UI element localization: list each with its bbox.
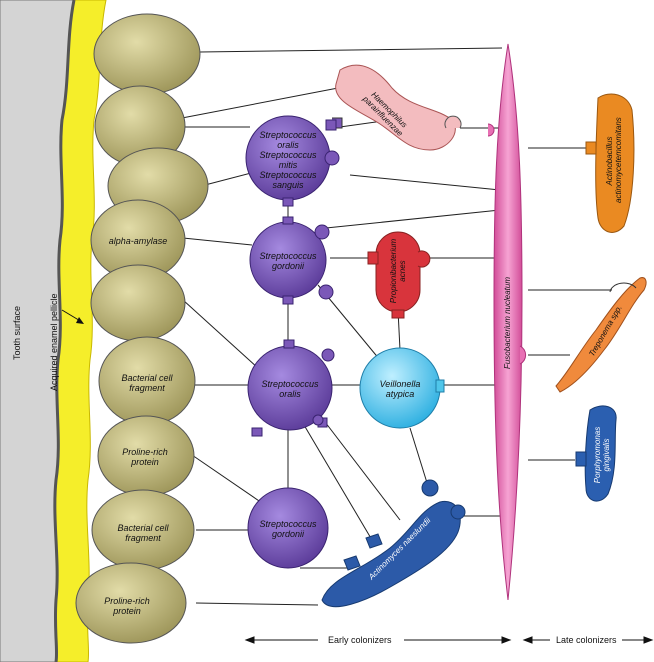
s-oralis-group-line-5: Streptococcus [259,170,317,180]
s-oralis-group-line-4: mitis [278,160,298,170]
s-gordonii-2-species: gordonii [271,529,305,539]
treponema-cell [555,277,647,393]
receptor-label-proline-rich-1: Proline-rich protein [122,447,168,467]
s-oralis-group-line-6: sanguis [272,180,304,190]
porphyromonas-species: gingivalis [602,438,611,472]
pellicle-label: Acquired enamel pellicle [49,293,59,391]
receptor-9 [75,562,187,644]
s-gordonii-1-label: Streptococcus gordonii [252,251,324,271]
receptor-label-bacterial-fragment-2: Bacterial cell fragment [117,523,169,543]
receptor-label-alpha-amylase: alpha-amylase [108,236,168,246]
colonizer-arrows [244,636,654,644]
s-oralis-group-line-2: oralis [277,140,299,150]
veillonella-genus: Veillonella [379,379,421,389]
s-oralis-group-line-3: Streptococcus [259,150,317,160]
s-oralis-2-species: oralis [279,389,301,399]
s-oralis-2-genus: Streptococcus [261,379,319,389]
actinobacillus-genus: Actinobacillus [605,136,614,186]
fusobacterium-label: Fusobacterium nucleatum [503,276,512,370]
s-oralis-2-label: Streptococcus oralis [254,379,326,399]
actinobacillus-label: Actinobacillus actinomycetemcomitans [605,117,623,203]
fusobacterium-cell [493,43,523,601]
streptococcus-gordonii-2 [247,487,329,569]
receptor-1 [93,13,201,95]
s-oralis-group-line-1: Streptococcus [259,130,317,140]
actinobacillus-species: actinomycetemcomitans [614,117,623,203]
tooth-surface-label: Tooth surface [12,305,22,360]
porphyromonas-label: Porphyromonas gingivalis [593,417,611,493]
binding-lines [181,47,612,606]
early-colonizers-label: Early colonizers [328,635,392,645]
s-gordonii-2-genus: Streptococcus [259,519,317,529]
s-gordonii-2-label: Streptococcus gordonii [252,519,324,539]
receptor-label-proline-rich-2: Proline-rich protein [104,596,150,616]
receptor-label-bacterial-fragment-1: Bacterial cell fragment [121,373,173,393]
veillonella-species: atypica [385,389,415,399]
propionibacterium-label: Propionibacterium acnes [389,231,407,311]
receptor-5 [90,264,186,342]
propionibacterium-species: acnes [398,260,407,282]
s-gordonii-1-species: gordonii [271,261,305,271]
s-oralis-group-label: Streptococcus oralis Streptococcus mitis… [252,130,324,190]
late-colonizers-label: Late colonizers [556,635,617,645]
s-gordonii-1-genus: Streptococcus [259,251,317,261]
porphyromonas-genus: Porphyromonas [593,426,602,484]
haemophilus-cell [335,64,456,151]
veillonella-label: Veillonella atypica [366,379,434,399]
propionibacterium-genus: Propionibacterium [389,238,398,304]
actinobacillus-cell [595,93,635,233]
